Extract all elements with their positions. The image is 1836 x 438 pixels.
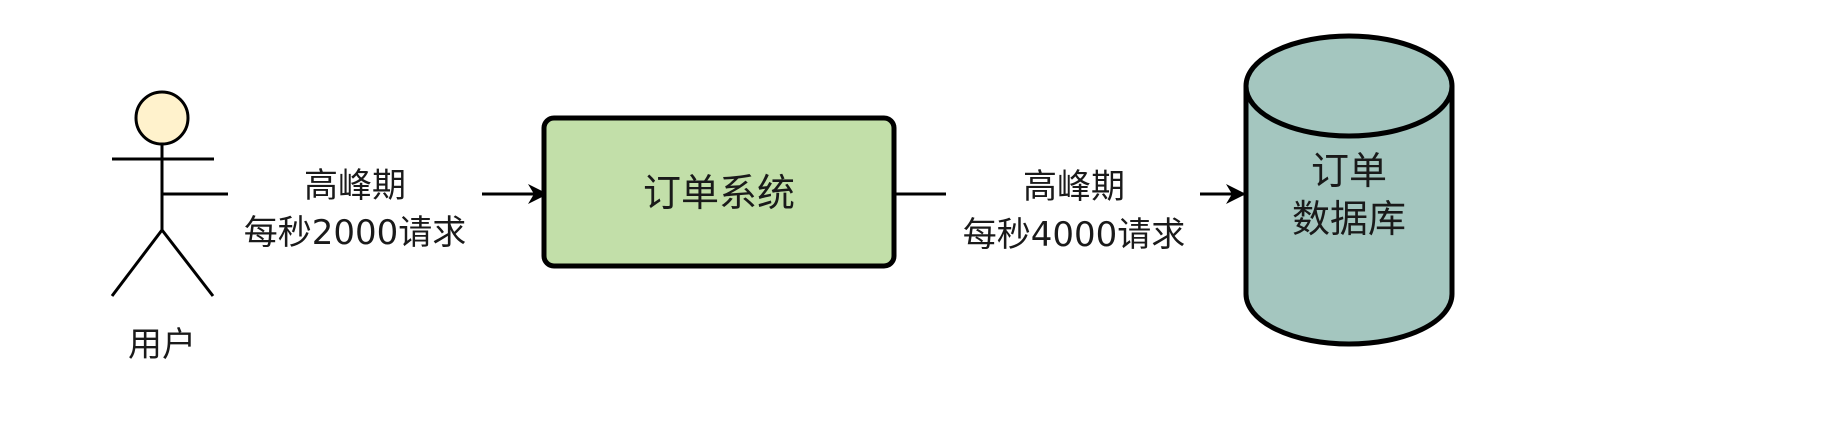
order-system-node: 订单系统	[541, 115, 897, 269]
cylinder-top-rim	[1243, 85, 1455, 139]
system-label: 订单系统	[643, 171, 795, 215]
stick-figure-actor-icon	[110, 90, 228, 297]
user-actor: 用户	[110, 90, 228, 365]
edge-system-to-database: 高峰期 每秒4000请求	[894, 167, 1246, 255]
edge-label-line1: 高峰期	[304, 166, 406, 206]
database-label-line1: 订单	[1311, 149, 1387, 193]
edge-user-to-system: 高峰期 每秒2000请求	[244, 166, 548, 253]
database-cylinder-icon	[1243, 33, 1455, 347]
actor-head	[134, 90, 190, 146]
edge-label-line1: 高峰期	[1023, 167, 1125, 207]
system-box	[541, 115, 897, 269]
user-label: 用户	[128, 325, 196, 365]
cylinder-body	[1243, 33, 1455, 347]
order-database-node: 订单 数据库	[1243, 33, 1455, 347]
edge-label-line2: 每秒4000请求	[963, 215, 1186, 255]
edge-label-line2: 每秒2000请求	[244, 213, 467, 253]
database-label-line2: 数据库	[1292, 197, 1406, 241]
